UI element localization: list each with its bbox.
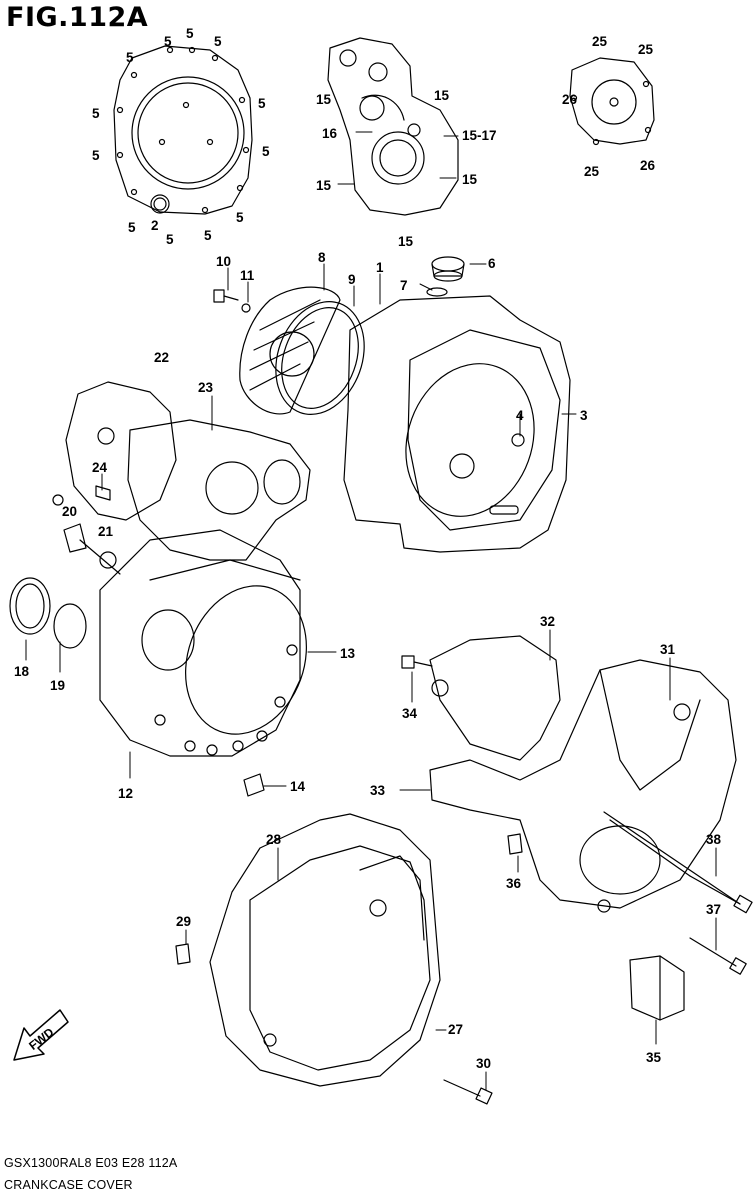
callout-2: 2 [151, 218, 159, 233]
callout-1: 1 [376, 260, 384, 275]
callout-37: 37 [706, 902, 721, 917]
sprocket-cover-part [429, 659, 737, 913]
callout-leader-lines [25, 131, 717, 1091]
footer-diagram-name: CRANKCASE COVER [4, 1178, 133, 1192]
callout-30: 30 [476, 1056, 491, 1071]
fwd-arrow-icon [13, 1009, 69, 1061]
callout-5c: 5 [214, 34, 222, 49]
callout-8: 8 [318, 250, 326, 265]
dowel-and-bolt-part [175, 943, 493, 1105]
starter-cover-part [99, 529, 307, 797]
callout-28: 28 [266, 832, 282, 847]
callout-15e: 15 [398, 234, 414, 249]
callout-4: 4 [516, 408, 524, 423]
callout-16: 16 [322, 126, 338, 141]
mount-bracket-part [401, 635, 561, 761]
callout-20: 20 [62, 504, 77, 519]
callout-3: 3 [580, 408, 588, 423]
callout-5h: 5 [262, 144, 270, 159]
callout-15b: 15 [434, 88, 450, 103]
callout-25a: 25 [592, 34, 608, 49]
generator-cover-part [327, 37, 459, 216]
seal-and-oring-parts [9, 494, 121, 649]
callout-34: 34 [402, 706, 418, 721]
callout-7: 7 [400, 278, 408, 293]
callout-32: 32 [540, 614, 555, 629]
oil-pump-cover-part [65, 381, 311, 561]
callout-10: 10 [216, 254, 231, 269]
callout-11: 11 [240, 268, 255, 283]
pulser-cover-part [569, 57, 655, 146]
callout-5k: 5 [166, 232, 174, 247]
bolt-and-washer-part [213, 289, 251, 313]
callout-21: 21 [98, 524, 114, 539]
callout-18: 18 [14, 664, 30, 679]
callout-36: 36 [506, 876, 522, 891]
callout-5l: 5 [204, 228, 212, 243]
callout-5a: 5 [164, 34, 172, 49]
callout-33: 33 [370, 783, 386, 798]
crankcase-cover-main-part [343, 295, 571, 553]
callout-23: 23 [198, 380, 214, 395]
lower-cover-part [209, 813, 441, 1087]
figure-title: FIG.112A [6, 2, 149, 33]
callout-5e: 5 [258, 96, 266, 111]
callout-5i: 5 [236, 210, 244, 225]
clutch-cover-gasket-part [275, 301, 365, 415]
callout-12: 12 [118, 786, 133, 801]
callout-15d: 15 [462, 172, 478, 187]
callout-22: 22 [154, 350, 169, 365]
callout-31: 31 [660, 642, 676, 657]
oil-filler-cap-part [426, 256, 465, 297]
callout-29: 29 [176, 914, 191, 929]
clutch-inner-plate-part [239, 286, 341, 415]
callout-27: 27 [448, 1022, 463, 1037]
callout-25c: 25 [584, 164, 600, 179]
callout-5j: 5 [128, 220, 136, 235]
callout-35: 35 [646, 1050, 662, 1065]
footer-model-code: GSX1300RAL8 E03 E28 112A [4, 1156, 178, 1170]
rubber-bumper-part [629, 955, 685, 1021]
clutch-cover-part [113, 45, 253, 215]
callout-5d: 5 [126, 50, 134, 65]
callout-26b: 26 [640, 158, 656, 173]
callout-9: 9 [348, 272, 356, 287]
callout-38: 38 [706, 832, 722, 847]
callout-19: 19 [50, 678, 65, 693]
callout-5f: 5 [92, 106, 100, 121]
callout-13: 13 [340, 646, 356, 661]
long-bolts-part [603, 811, 753, 975]
callout-labels: 1 2 3 4 6 7 8 9 10 11 12 13 14 22 23 24 … [14, 26, 722, 1071]
callout-15c: 15 [316, 178, 332, 193]
callout-15-17: 15-17 [462, 128, 497, 143]
callout-26a: 26 [562, 92, 578, 107]
callout-14: 14 [290, 779, 306, 794]
callout-25b: 25 [638, 42, 654, 57]
callout-15a: 15 [316, 92, 332, 107]
callout-6: 6 [488, 256, 496, 271]
fwd-label: FWD [26, 1025, 56, 1053]
callout-24: 24 [92, 460, 108, 475]
callout-5g: 5 [92, 148, 100, 163]
callout-5b: 5 [186, 26, 194, 41]
